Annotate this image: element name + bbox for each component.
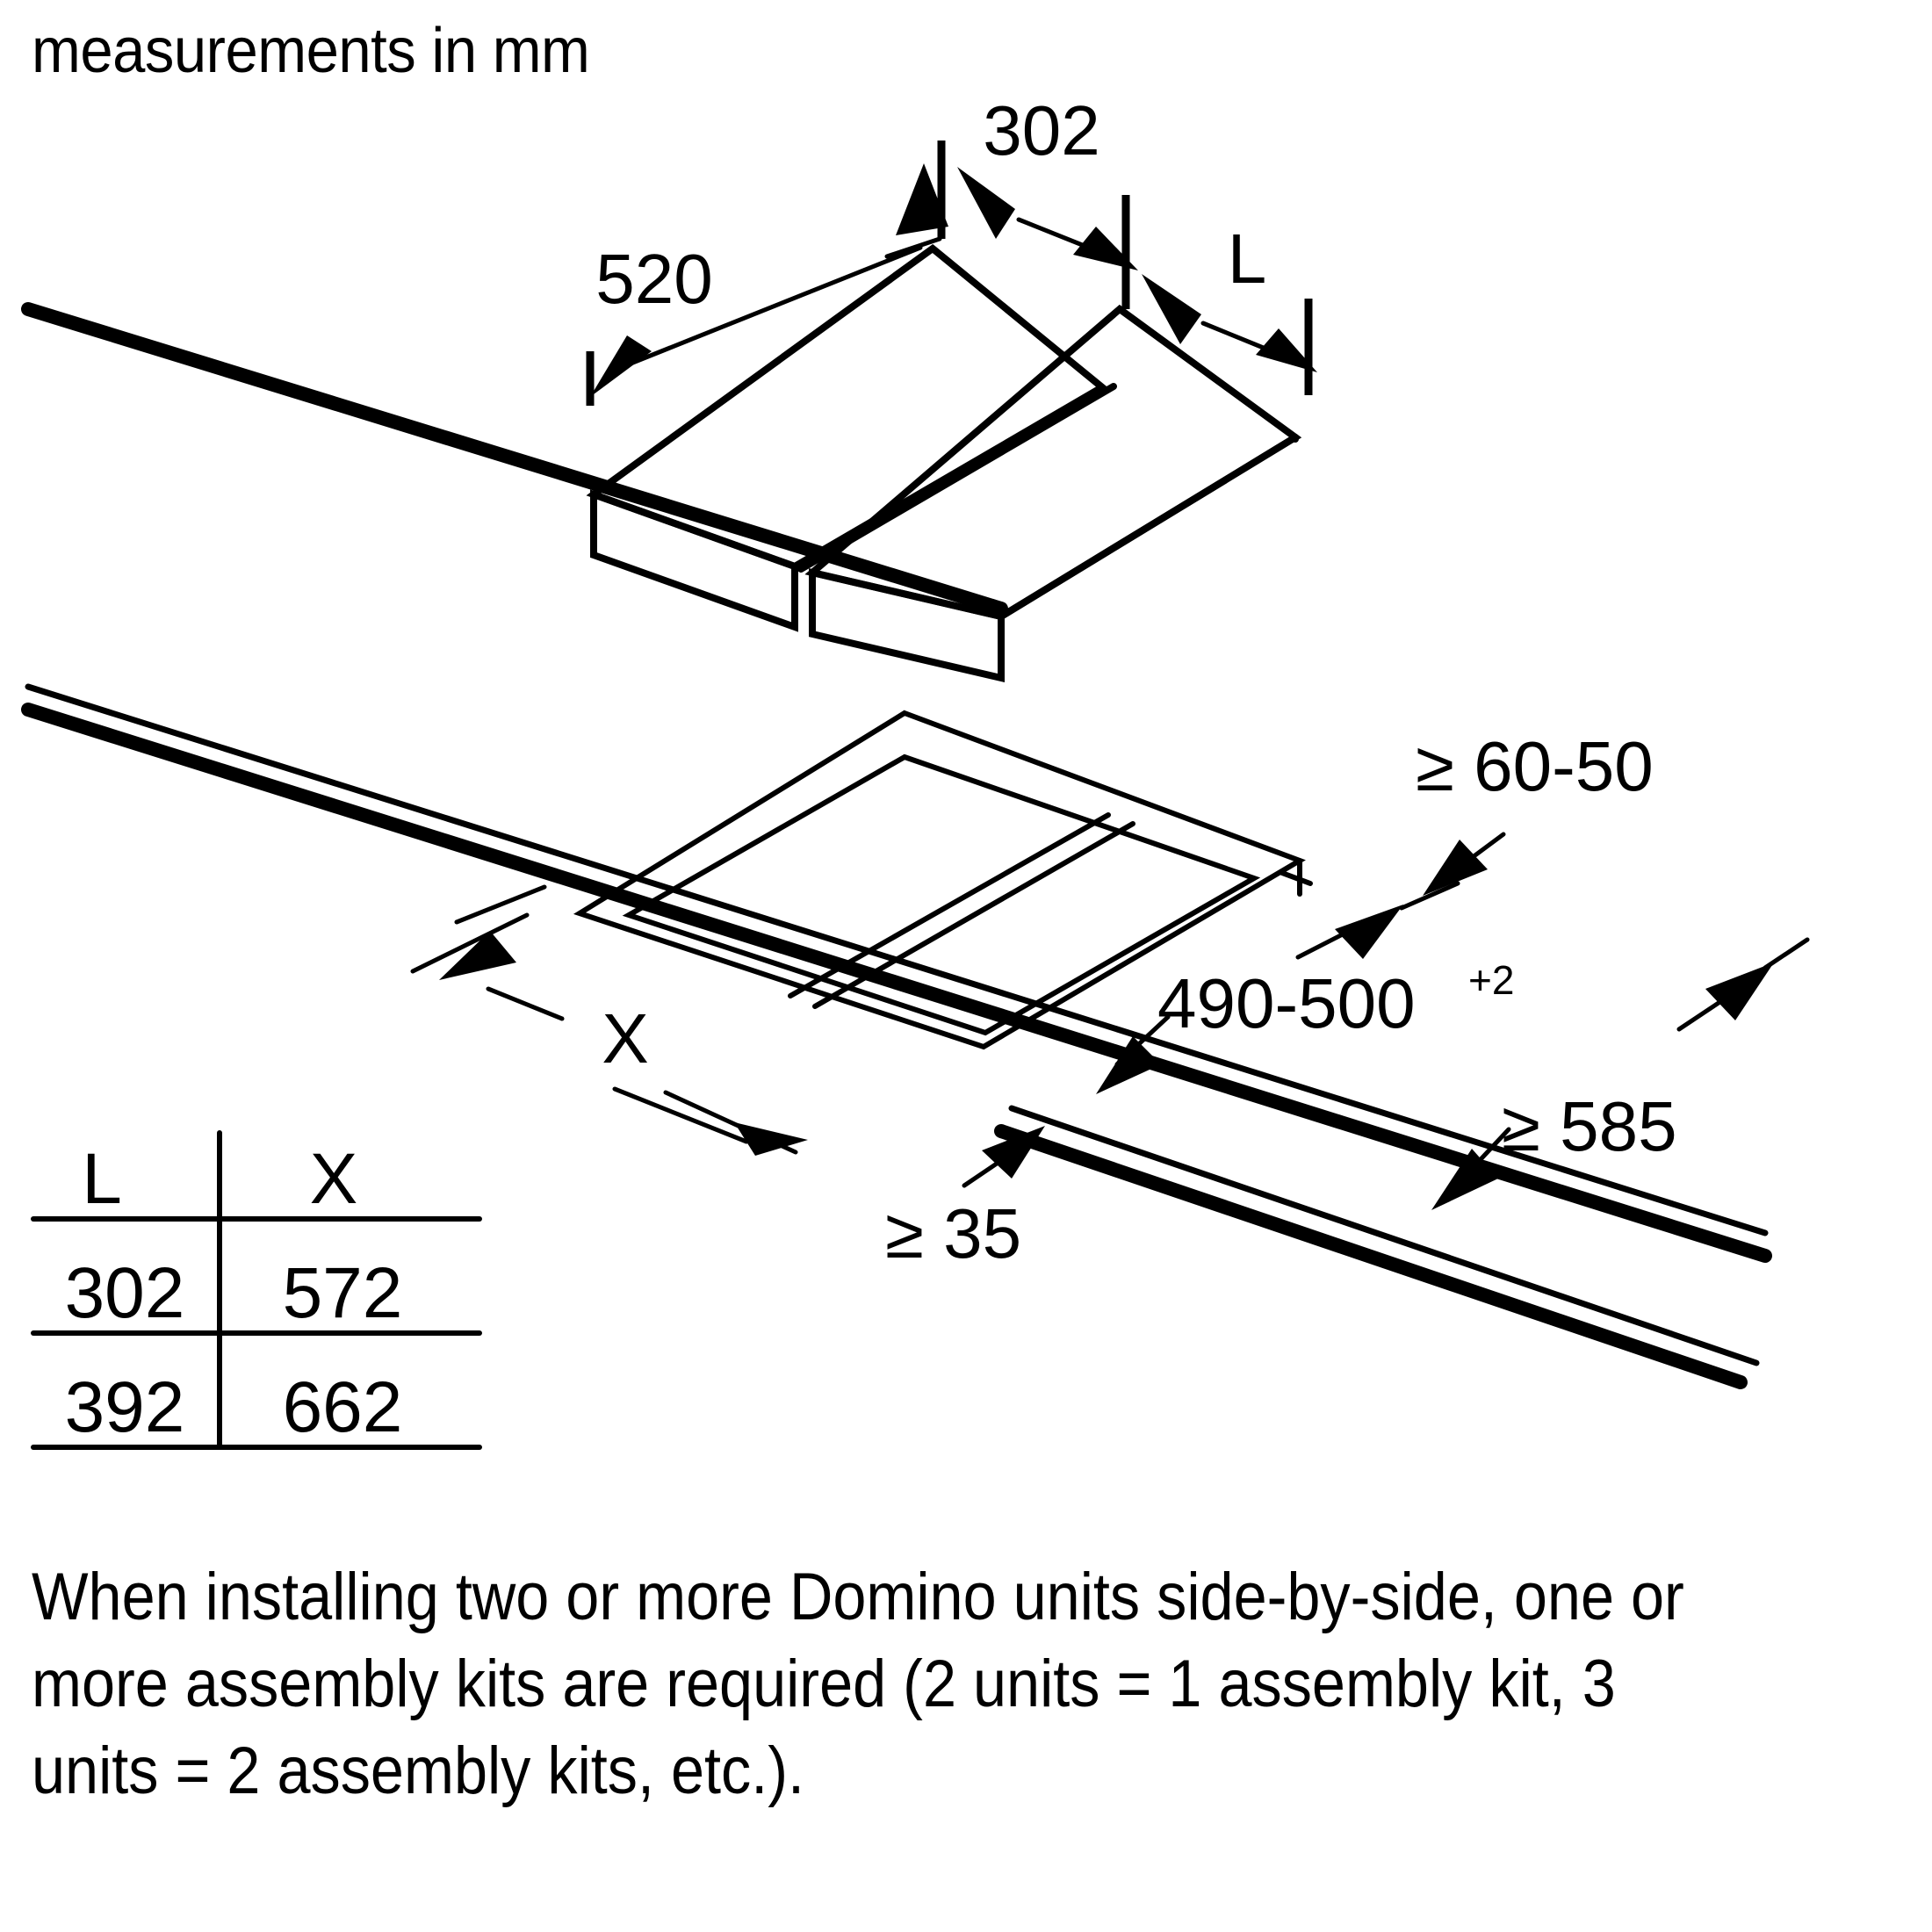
label-520: 520	[595, 240, 712, 318]
label-min-585: ≥ 585	[1502, 1087, 1677, 1165]
cooktop-right-side-face	[809, 567, 1005, 683]
cutout-inner-rim	[622, 753, 1261, 1036]
dimension-X: X	[410, 884, 808, 1156]
dimension-520: 520	[586, 141, 948, 406]
dimension-302: 302	[957, 91, 1138, 309]
cutout-outer-rim	[573, 710, 1306, 1050]
table-cell-l-1: 302	[65, 1253, 185, 1333]
table-header-X: X	[310, 1139, 358, 1219]
table-cell-x-1: 572	[283, 1253, 403, 1333]
label-min-60-50: ≥ 60-50	[1416, 727, 1654, 805]
label-L: L	[1228, 220, 1267, 298]
label-min-35: ≥ 35	[885, 1194, 1021, 1272]
table-cell-x-2: 662	[283, 1367, 403, 1447]
upper-worktop-edge	[21, 302, 1008, 616]
dimension-min-60-50: ≥ 60-50	[1416, 727, 1654, 896]
label-490-500-tolerance: +2	[1468, 957, 1514, 1003]
table-header-L: L	[82, 1139, 122, 1219]
label-490-500: 490-500	[1157, 964, 1416, 1042]
table-cell-l-2: 392	[65, 1367, 185, 1447]
dimension-490-500: 490-500 +2	[1096, 881, 1514, 1094]
cooktop-assembly-isometric	[586, 243, 1302, 683]
lookup-table: L X 302 572 392 662	[31, 1130, 482, 1450]
label-302: 302	[983, 91, 1099, 169]
page-title: measurements in mm	[32, 16, 590, 86]
cooktop-left-side-face	[590, 489, 798, 632]
label-X: X	[602, 999, 648, 1078]
dimension-L: L	[1142, 220, 1317, 395]
installation-note: When installing two or more Domino units…	[32, 1560, 1684, 1808]
cooktop-right-edge	[998, 434, 1299, 620]
dimension-min-585: ≥ 585	[1431, 937, 1810, 1210]
dimension-min-35: ≥ 35	[885, 1126, 1045, 1272]
worktop-cutout	[573, 710, 1313, 1050]
